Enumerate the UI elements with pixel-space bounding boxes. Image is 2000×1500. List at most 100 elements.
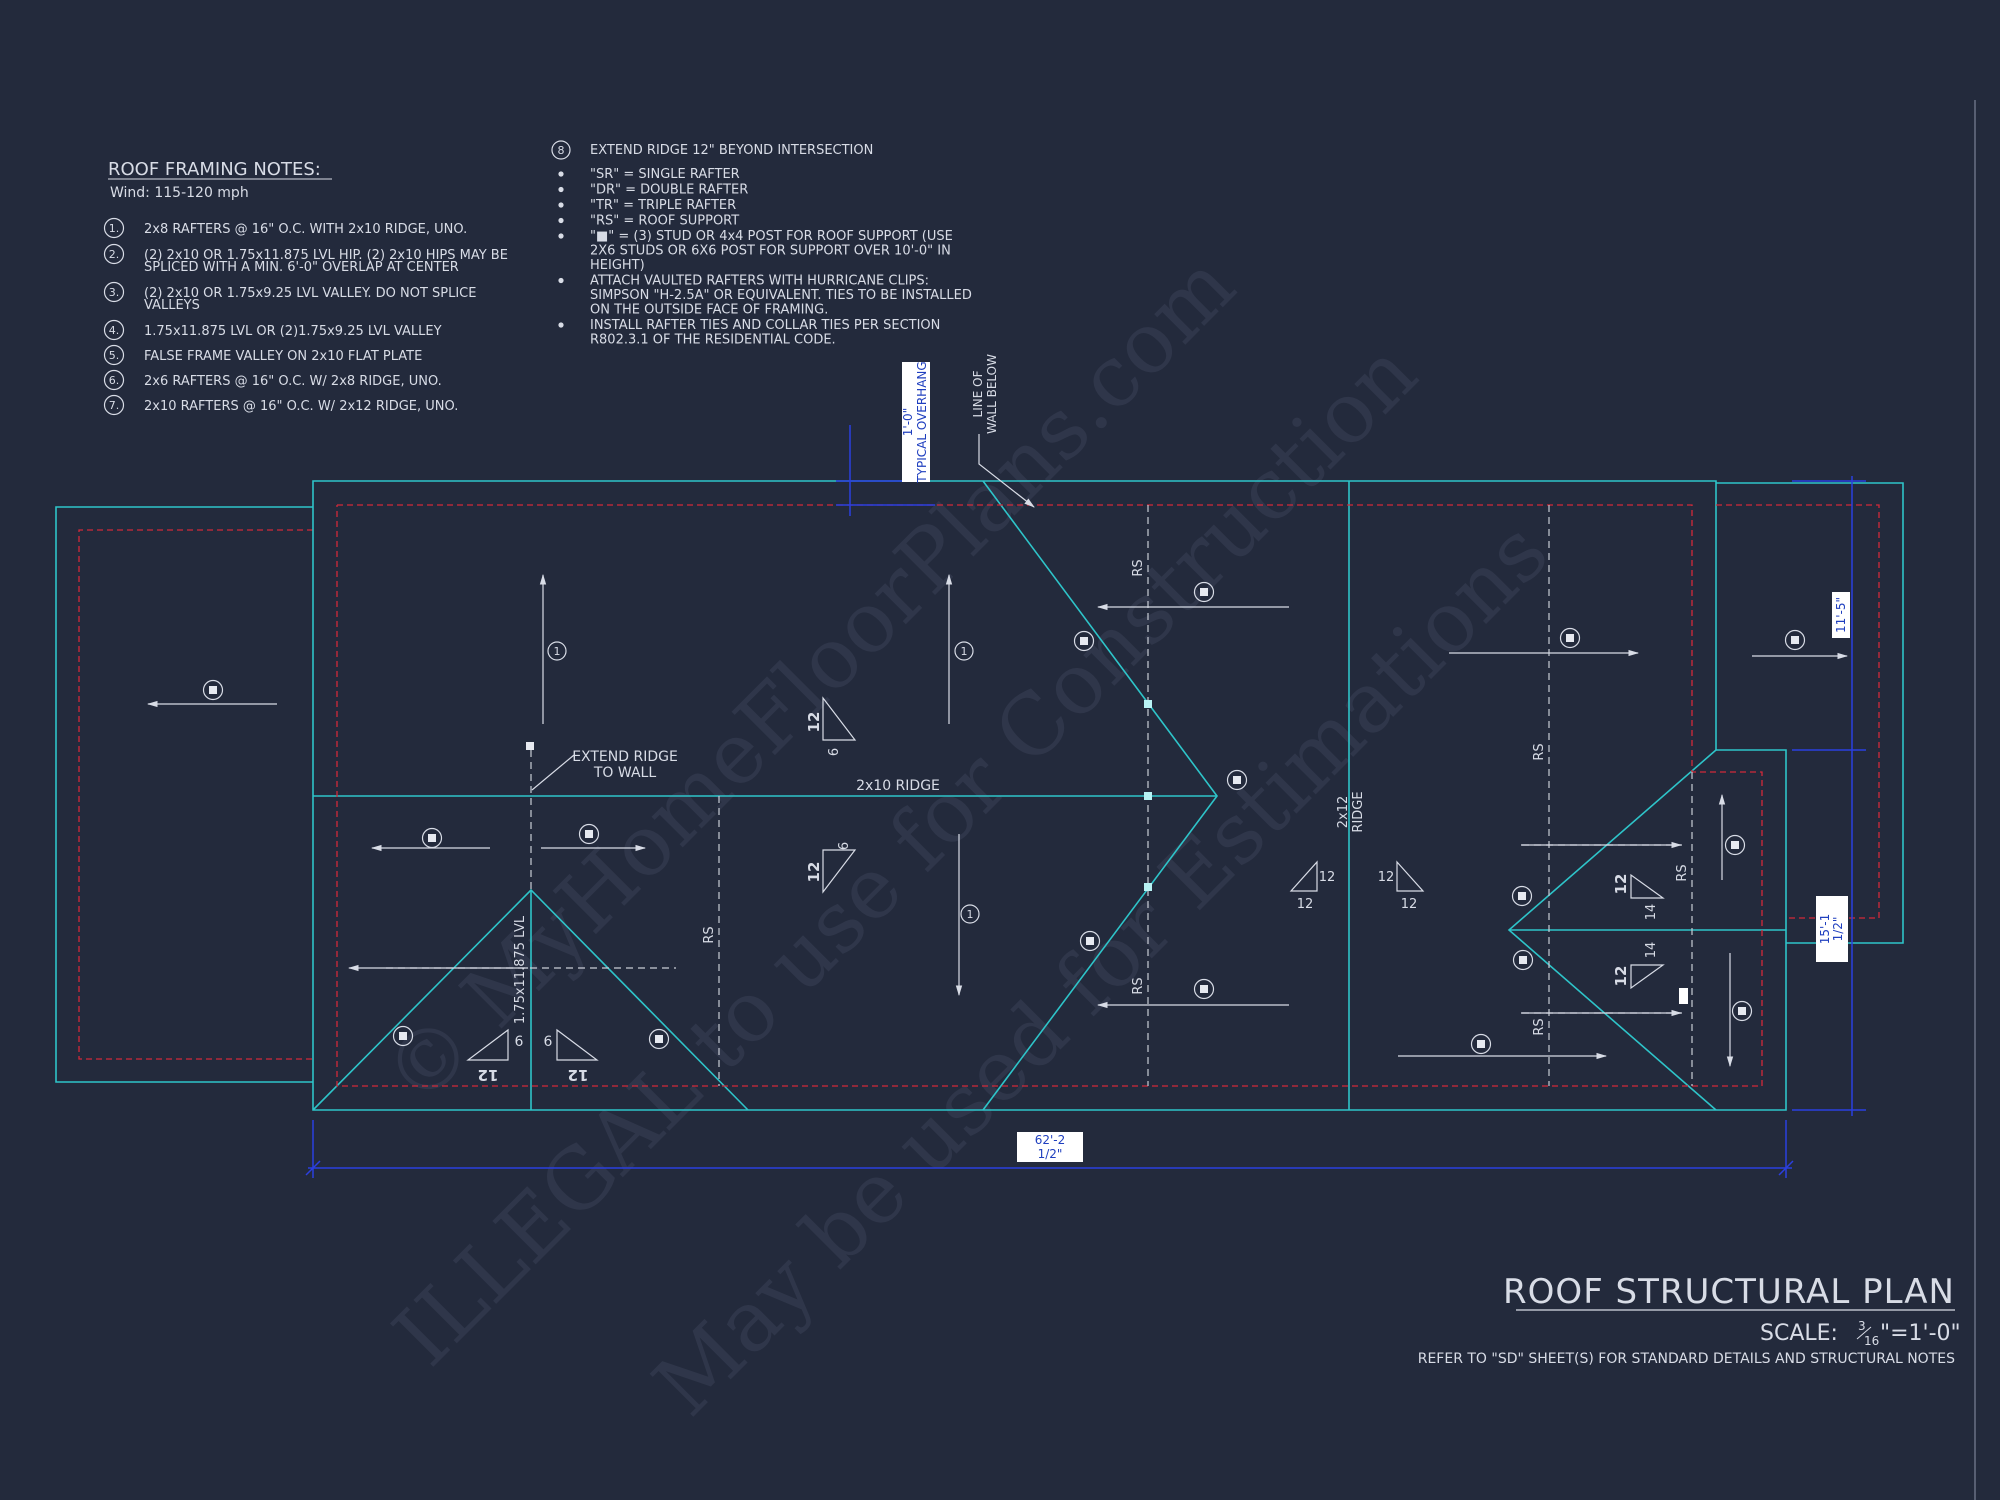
roof-support-posts xyxy=(202,581,1806,1055)
bullet-dot xyxy=(558,186,564,193)
roof-support-post-icon xyxy=(421,827,443,849)
overhang-label-box xyxy=(902,362,930,482)
left-wing-roof xyxy=(55,506,313,1083)
svg-text:14: 14 xyxy=(1644,942,1659,959)
bullet-dot xyxy=(558,202,564,208)
rs-label: RS xyxy=(1131,559,1146,576)
roof-support-post-icon xyxy=(1784,629,1806,651)
title-block: ROOF STRUCTURAL PLAN SCALE: 3 16 "=1'-0"… xyxy=(1418,1272,1961,1367)
note-number-marker xyxy=(103,394,125,416)
note-number: 2. xyxy=(109,248,120,261)
post-square xyxy=(1518,892,1526,900)
plan-labels: 2x10 RIDGE 2x12 RIDGE 1.75x11.875 LVL EX… xyxy=(513,354,1690,1036)
right-upper-dim: 11'-5" xyxy=(1834,597,1848,633)
bullet-text: 2X6 STUDS OR 6X6 POST FOR SUPPORT OVER 1… xyxy=(590,244,951,259)
note-text: 2x10 RAFTERS @ 16" O.C. W/ 2x12 RIDGE, U… xyxy=(144,399,458,414)
ridge-label-2x12-b: RIDGE xyxy=(1351,791,1366,832)
roof-support-post-icon xyxy=(1512,949,1534,971)
overall-width-box xyxy=(1017,1132,1083,1162)
bullet-text: "■" = (3) STUD OR 4x4 POST FOR ROOF SUPP… xyxy=(590,229,953,244)
roof-pitch-symbols: 12 6 12 6 6 12 6 12 12 12 12 12 12 14 12… xyxy=(466,696,1665,1084)
wall-below-label-2: WALL BELOW xyxy=(985,354,999,434)
note-1-number: 1 xyxy=(961,645,968,658)
note-text: (2) 2x10 OR 1.75x9.25 LVL VALLEY. DO NOT… xyxy=(144,286,476,301)
svg-text:12: 12 xyxy=(1612,966,1630,987)
post-square xyxy=(209,686,217,694)
right-lower-dim: 15'-1 xyxy=(1818,914,1832,945)
post-square xyxy=(428,834,436,842)
reference-note: REFER TO "SD" SHEET(S) FOR STANDARD DETA… xyxy=(1418,1351,1955,1367)
scale-note: SCALE: 3 16 "=1'-0" xyxy=(1760,1319,1961,1348)
svg-text:12: 12 xyxy=(1297,897,1314,912)
wall-below-label: LINE OF xyxy=(971,370,985,417)
notes-title: ROOF FRAMING NOTES: xyxy=(108,159,321,180)
bullet-dot xyxy=(558,233,564,239)
wall-below-line xyxy=(336,504,1763,1087)
note-number: 4. xyxy=(109,324,120,337)
roof-support-post-icon xyxy=(202,679,224,701)
note-text: FALSE FRAME VALLEY ON 2x10 FLAT PLATE xyxy=(144,349,422,364)
roof-support-post-icon xyxy=(1559,627,1581,649)
svg-text:6: 6 xyxy=(827,748,842,756)
overhang-label-2: TYPICAL OVERHANG xyxy=(915,361,929,483)
bullet-text: INSTALL RAFTER TIES AND COLLAR TIES PER … xyxy=(590,318,940,333)
dimension-lines: 62'-2 1/2" 11'-5" 15'-1 1/2" xyxy=(305,476,1866,1178)
roof-framing-notes: ROOF FRAMING NOTES: Wind: 115-120 mph 1.… xyxy=(103,159,508,416)
bullet-text: "DR" = DOUBLE RAFTER xyxy=(590,183,748,198)
notes-list: 1.2x8 RAFTERS @ 16" O.C. WITH 2x10 RIDGE… xyxy=(103,217,508,416)
svg-text:6: 6 xyxy=(837,842,852,850)
rs-label: RS xyxy=(702,926,717,943)
svg-text:12: 12 xyxy=(805,712,823,733)
svg-text:12: 12 xyxy=(1612,874,1630,895)
right-lower-dim-box xyxy=(1816,896,1848,962)
note-number-marker xyxy=(103,243,125,265)
overhang-label: 1'-0" xyxy=(901,408,915,436)
note-text: VALLEYS xyxy=(144,298,200,313)
roof-support-post-icon xyxy=(392,1025,414,1047)
support-points xyxy=(526,700,1688,1004)
roof-support-post-icon xyxy=(648,1028,670,1050)
svg-text:12: 12 xyxy=(568,1066,589,1084)
roof-support-post-icon xyxy=(1226,769,1248,791)
roof-support-post-icon xyxy=(1073,630,1095,652)
bullet-text: HEIGHT) xyxy=(590,258,645,273)
note-8-number: 8 xyxy=(558,144,565,157)
notes-wind: Wind: 115-120 mph xyxy=(110,185,249,201)
bullet-text: "SR" = SINGLE RAFTER xyxy=(590,167,740,182)
overall-width-text-2: 1/2" xyxy=(1038,1147,1063,1161)
extend-ridge-label-2: TO WALL xyxy=(593,765,656,781)
scale-denominator: 16 xyxy=(1864,1334,1879,1348)
bullet-text: ATTACH VAULTED RAFTERS WITH HURRICANE CL… xyxy=(590,274,929,289)
scale-label: SCALE: xyxy=(1760,1321,1838,1346)
note-1-number: 1 xyxy=(967,908,974,921)
svg-text:12: 12 xyxy=(1378,870,1395,885)
ridge-label-2x12: 2x12 xyxy=(1336,796,1351,829)
roof-support-post-icon xyxy=(1724,834,1746,856)
post-square xyxy=(1080,637,1088,645)
svg-text:6: 6 xyxy=(515,1034,524,1050)
note-number-marker xyxy=(103,369,125,391)
note-number: 6. xyxy=(109,374,120,387)
roof-support-post-icon xyxy=(1470,1033,1492,1055)
lvl-label: 1.75x11.875 LVL xyxy=(513,915,528,1024)
note-8-text: EXTEND RIDGE 12" BEYOND INTERSECTION xyxy=(590,143,873,158)
bullet-dot xyxy=(558,277,564,284)
note-number: 1. xyxy=(109,222,120,235)
bullet-dot xyxy=(558,217,564,224)
post-square xyxy=(1086,937,1094,945)
roof-support-post-icon xyxy=(1079,930,1101,952)
scale-numerator: 3 xyxy=(1858,1319,1866,1333)
post-square xyxy=(1738,1007,1746,1015)
bullet-text: "TR" = TRIPLE RAFTER xyxy=(590,198,736,213)
post-square xyxy=(585,830,593,838)
extend-ridge-leader xyxy=(531,754,575,791)
svg-text:12: 12 xyxy=(805,862,823,883)
bullet-text: ON THE OUTSIDE FACE OF FRAMING. xyxy=(590,303,828,318)
ridge-label-2x10: 2x10 RIDGE xyxy=(856,778,940,794)
watermark: © MyHomeFloorPlans.com ILLEGAL to use fo… xyxy=(365,236,1567,1434)
post-square xyxy=(1519,956,1527,964)
note-1-marker xyxy=(960,904,980,924)
bullet-text: R802.3.1 OF THE RESIDENTIAL CODE. xyxy=(590,333,836,348)
